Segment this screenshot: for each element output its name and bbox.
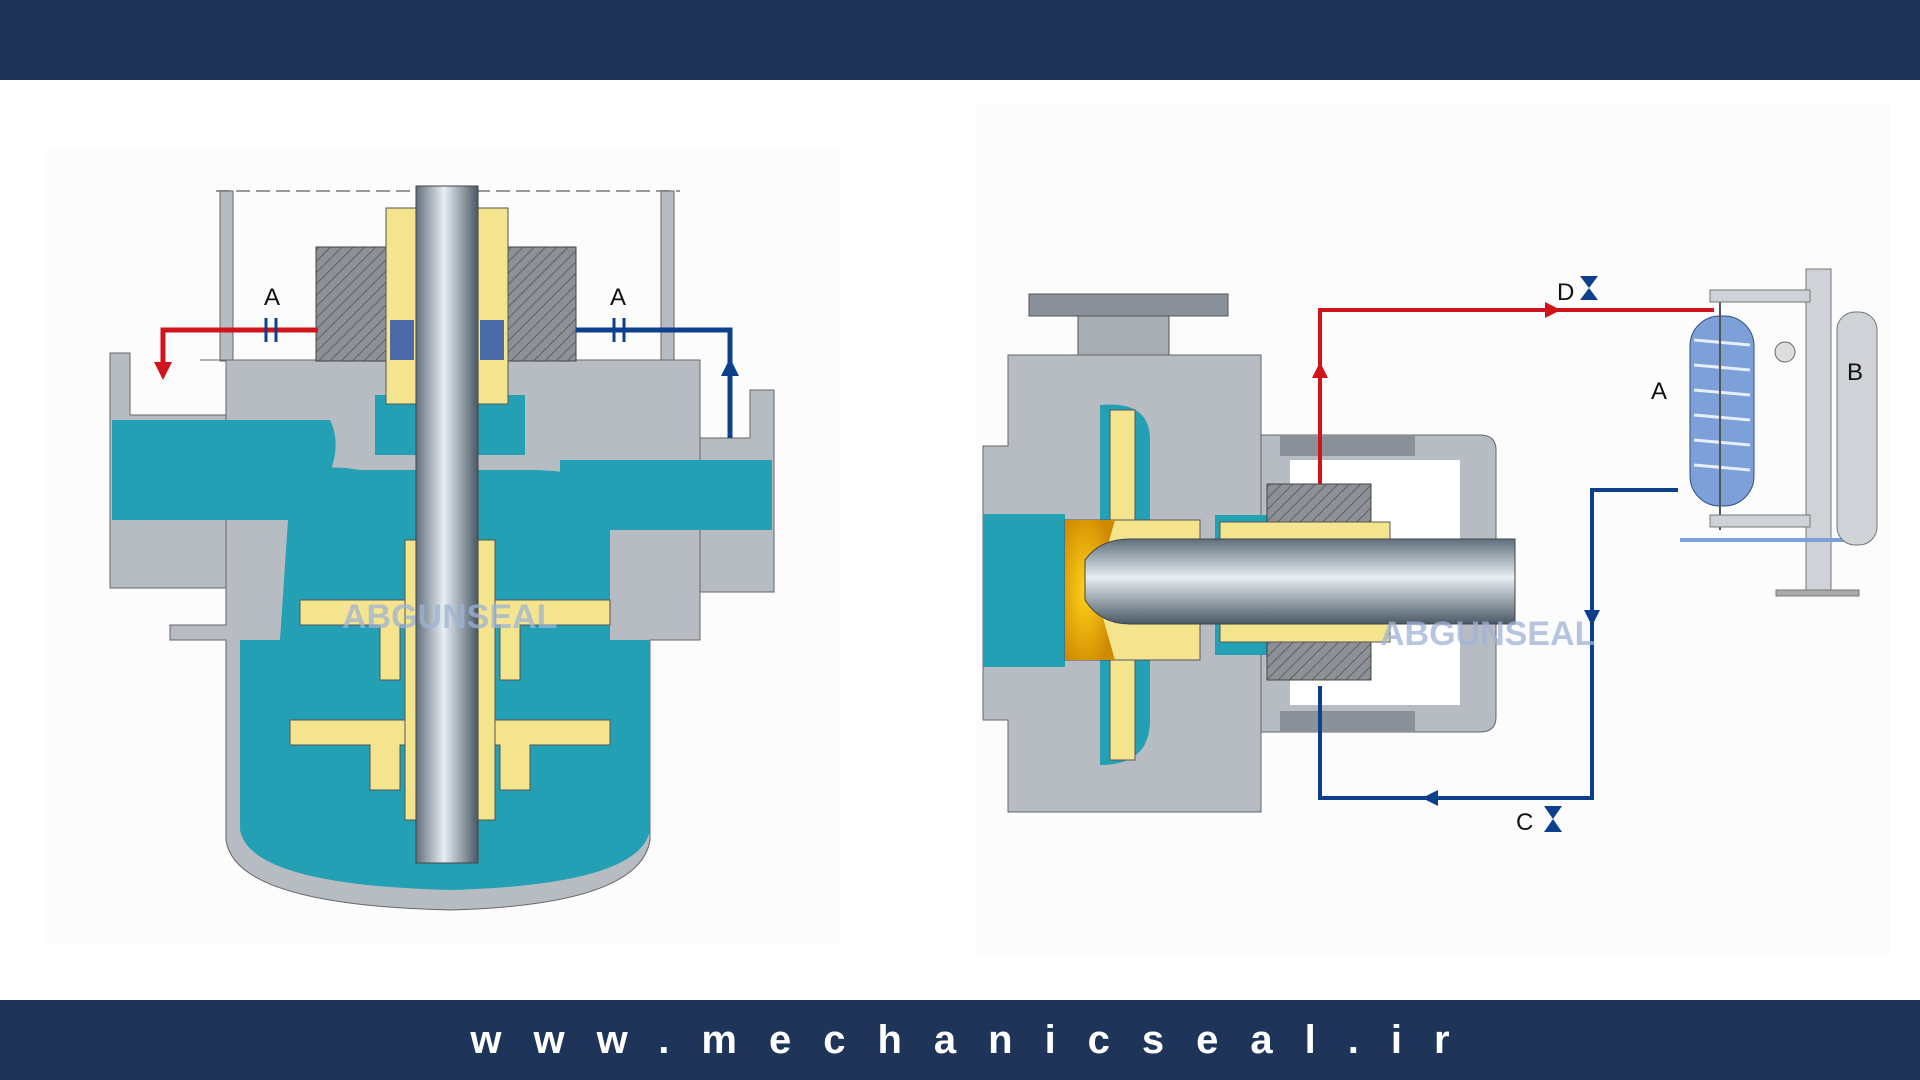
header-bar xyxy=(0,0,1920,80)
label-d: D xyxy=(1557,279,1574,306)
hot-line-to-cooler xyxy=(1318,308,1714,484)
arrow-left-icon xyxy=(1422,790,1438,806)
support-column xyxy=(1805,268,1832,595)
arrow-down-icon xyxy=(154,362,172,380)
vertical-shaft xyxy=(415,185,479,864)
valve-c-icon xyxy=(1544,806,1562,832)
horizontal-pump-diagram: D C A B ABGUNSEAL xyxy=(975,105,1890,955)
cooler-coil xyxy=(1689,295,1755,530)
label-a-right: A xyxy=(610,284,626,311)
arrow-down-icon xyxy=(1584,610,1600,626)
label-c: C xyxy=(1516,809,1533,836)
cool-line-from-cooler xyxy=(1318,488,1678,800)
valve-d-icon xyxy=(1580,276,1598,300)
label-a-cooler: A xyxy=(1651,378,1667,405)
label-b-vessel: B xyxy=(1847,359,1863,386)
horizontal-shaft xyxy=(1084,538,1516,625)
footer-bar: www.mechanicseal.ir xyxy=(0,1000,1920,1080)
watermark-left: ABGUNSEAL xyxy=(342,598,557,636)
orifice-right-icon xyxy=(612,318,626,342)
watermark-right: ABGUNSEAL xyxy=(1380,615,1595,653)
discharge-flange xyxy=(1028,293,1229,317)
arrow-right-icon xyxy=(1545,302,1561,318)
website-url: www.mechanicseal.ir xyxy=(470,1017,1482,1062)
arrow-up-icon xyxy=(721,358,739,376)
arrow-up-icon xyxy=(1312,362,1328,378)
label-a-left: A xyxy=(264,284,280,311)
reservoir-vessel xyxy=(1836,311,1878,546)
orifice-left-icon xyxy=(264,318,278,342)
vertical-pump-diagram: A A ABGUNSEAL xyxy=(45,150,840,945)
cool-return-line xyxy=(576,327,733,438)
suction-fluid xyxy=(983,514,1065,667)
pressure-gauge-icon xyxy=(1774,341,1796,363)
